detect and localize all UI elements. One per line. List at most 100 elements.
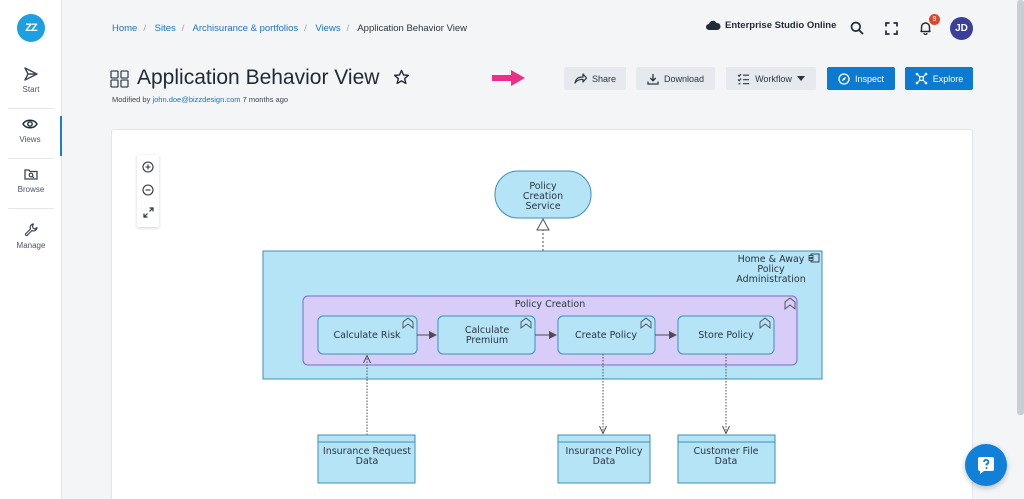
data-object-label: Data: [593, 456, 616, 467]
data-object-label: Data: [356, 456, 379, 467]
step-store-policy[interactable]: Store Policy: [677, 315, 775, 355]
step-label: Calculate Risk: [333, 330, 401, 341]
breadcrumb-views[interactable]: Views: [315, 23, 341, 34]
service-label-line: Policy: [529, 181, 557, 192]
help-chat-button[interactable]: [965, 444, 1007, 486]
modified-time: 7 months ago: [240, 95, 289, 104]
breadcrumb-home[interactable]: Home: [112, 23, 138, 34]
explore-label: Explore: [932, 73, 964, 84]
fit-screen-button[interactable]: [137, 201, 159, 224]
sidebar-item-browse[interactable]: Browse: [0, 166, 62, 216]
data-object-customer-file[interactable]: Customer File Data: [677, 434, 776, 484]
arrow-right-icon: [492, 70, 525, 86]
step-label: Calculate: [465, 325, 510, 336]
top-bar: Home/ Sites/ Archisurance & portfolios/ …: [63, 0, 1024, 56]
zoom-out-icon: [142, 183, 154, 196]
service-label-line: Creation: [523, 191, 563, 202]
sidebar-item-label: Manage: [16, 241, 46, 250]
sidebar-item-start[interactable]: Start: [0, 66, 62, 116]
data-object-label: Insurance Policy: [566, 446, 643, 457]
zoom-controls: [137, 155, 159, 227]
divider: [8, 208, 54, 209]
component-icon: [808, 253, 820, 263]
fullscreen-icon: [884, 21, 898, 35]
function-icon: [640, 317, 652, 329]
function-icon: [402, 317, 414, 329]
studio-name: Enterprise Studio Online: [725, 20, 837, 31]
search-button[interactable]: [848, 19, 866, 37]
divider: [8, 108, 54, 109]
step-label: Store Policy: [698, 330, 754, 341]
favorite-star-icon[interactable]: [393, 69, 410, 86]
chat-help-icon: [978, 457, 994, 474]
expand-icon: [142, 207, 154, 218]
sidebar-item-label: Views: [19, 135, 41, 144]
divider: [8, 158, 54, 159]
send-icon: [24, 67, 38, 81]
function-icon: [759, 317, 771, 329]
vertical-scrollbar[interactable]: [1017, 0, 1024, 415]
data-object-label: Data: [715, 456, 738, 467]
modified-info: Modified by john.doe@bizzdesign.com 7 mo…: [112, 95, 288, 104]
step-calculate-premium[interactable]: Calculate Premium: [437, 315, 536, 355]
notifications-button[interactable]: 9: [916, 14, 940, 37]
zoom-in-icon: [142, 160, 154, 173]
studio-label: Enterprise Studio Online: [705, 20, 836, 31]
share-icon: [574, 73, 587, 84]
realization-relation: [536, 217, 550, 251]
avatar[interactable]: JD: [950, 17, 973, 40]
data-object-insurance-request[interactable]: Insurance Request Data: [317, 434, 416, 484]
step-label: Premium: [466, 335, 508, 346]
data-object-label: Customer File: [693, 446, 758, 457]
step-create-policy[interactable]: Create Policy: [557, 315, 656, 355]
zoom-in-button[interactable]: [137, 155, 159, 178]
workflow-button[interactable]: Workflow: [726, 67, 816, 90]
application-function[interactable]: Policy Creation: [302, 295, 798, 366]
breadcrumb: Home/ Sites/ Archisurance & portfolios/ …: [112, 23, 468, 34]
function-icon: [520, 317, 532, 329]
step-label: Create Policy: [575, 330, 637, 341]
share-button[interactable]: Share: [564, 67, 626, 90]
app-logo[interactable]: ZZ: [17, 14, 45, 42]
checklist-icon: [737, 73, 750, 84]
component-label-line: Policy: [757, 264, 785, 275]
breadcrumb-current: Application Behavior View: [357, 23, 468, 34]
zoom-out-button[interactable]: [137, 178, 159, 201]
function-icon: [784, 297, 796, 310]
modified-prefix: Modified by: [112, 95, 153, 104]
data-object-label: Insurance Request: [323, 446, 411, 457]
breadcrumb-sites[interactable]: Sites: [154, 23, 176, 34]
component-label-line: Home & Away: [738, 254, 805, 265]
page-title: Application Behavior View: [137, 66, 380, 89]
network-icon: [915, 72, 928, 85]
download-label: Download: [663, 73, 705, 84]
sidebar: ZZ Start Views Browse Manage: [0, 0, 62, 499]
sidebar-item-views[interactable]: Views: [0, 116, 62, 156]
modified-user-link[interactable]: john.doe@bizzdesign.com: [152, 95, 241, 104]
download-button[interactable]: Download: [636, 67, 715, 90]
step-calculate-risk[interactable]: Calculate Risk: [317, 315, 418, 355]
workflow-label: Workflow: [755, 73, 792, 84]
sidebar-item-label: Browse: [17, 185, 45, 194]
application-service[interactable]: Policy Creation Service: [494, 170, 592, 219]
sidebar-item-manage[interactable]: Manage: [0, 222, 62, 272]
download-icon: [647, 73, 659, 85]
bell-icon: [919, 22, 931, 35]
fullscreen-button[interactable]: [882, 19, 900, 37]
inspect-label: Inspect: [854, 73, 885, 84]
component-label-line: Administration: [736, 274, 806, 285]
data-object-insurance-policy[interactable]: Insurance Policy Data: [557, 434, 651, 484]
function-label: Policy Creation: [515, 299, 586, 310]
inspect-button[interactable]: Inspect: [827, 67, 895, 90]
compass-icon: [838, 72, 850, 85]
notification-badge: 9: [929, 14, 940, 25]
view-type-icon: [110, 70, 129, 88]
explore-button[interactable]: Explore: [905, 67, 973, 90]
share-label: Share: [591, 73, 617, 84]
breadcrumb-site[interactable]: Archisurance & portfolios: [192, 23, 299, 34]
service-label-line: Service: [525, 201, 560, 212]
eye-icon: [22, 119, 38, 129]
wrench-icon: [24, 223, 38, 237]
sidebar-item-label: Start: [22, 85, 40, 94]
